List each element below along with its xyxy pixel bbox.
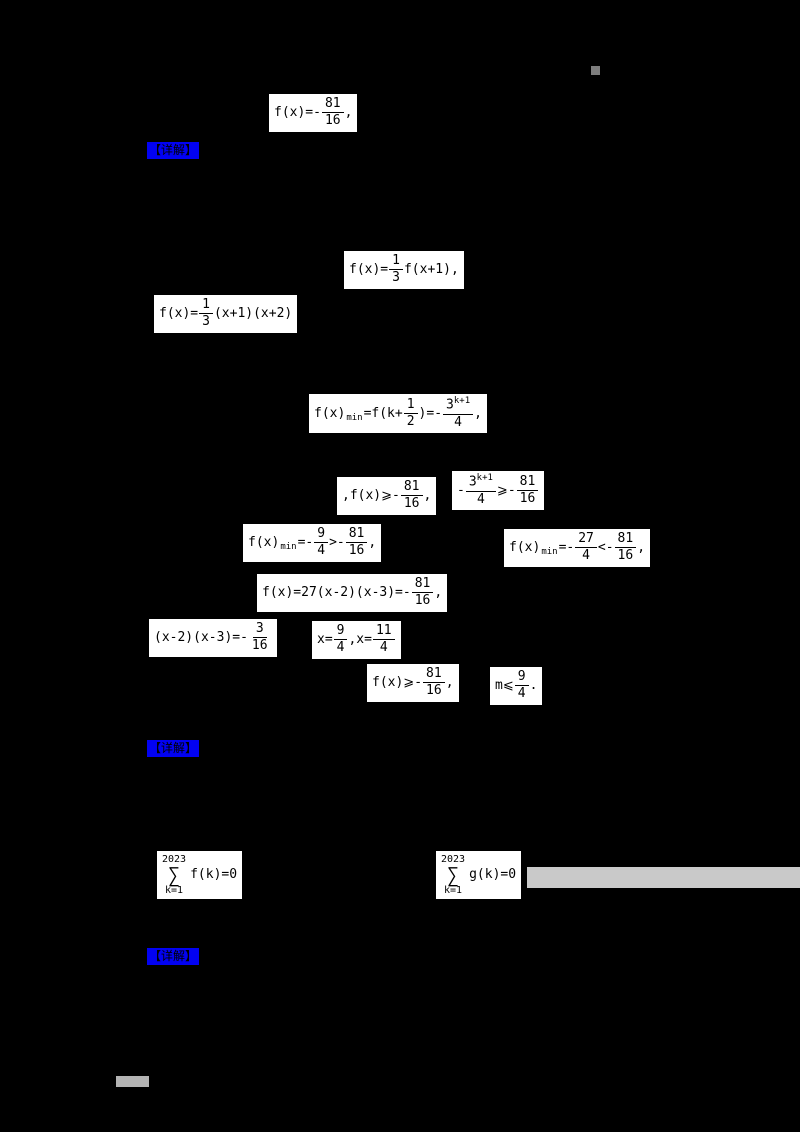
formula-text: ,x= (348, 632, 372, 647)
formula-text: , (423, 488, 432, 503)
summation-symbol: 2023∑k=1 (441, 854, 466, 896)
formula-text: f(x) (314, 405, 346, 421)
section-label-3: 【详解】 (147, 948, 200, 965)
formula-text: f(x)=- (274, 105, 321, 120)
formula-text: , (637, 540, 646, 555)
highlight-strip (527, 867, 800, 888)
section-label-1: 【详解】 (147, 142, 200, 159)
formula-text: , (368, 535, 377, 550)
formula-text: >- (329, 535, 345, 550)
artifact-square (591, 66, 600, 75)
formula-text: (x+1)(x+2) (213, 306, 293, 321)
formula-subscript: min (541, 547, 558, 558)
formula-superscript: k+1 (453, 396, 471, 406)
formula-text: ,f(x)⩾- (342, 488, 400, 503)
formula-text: , (344, 105, 353, 120)
summation-symbol: 2023∑k=1 (162, 854, 187, 896)
formula-text: )=- (418, 405, 443, 421)
formula-text: f(x)= (159, 306, 199, 321)
formula-text: (x-2)(x-3)=- (154, 630, 248, 645)
formula-text: g(k)=0 (469, 867, 517, 883)
formula-text: , (434, 585, 443, 600)
formula-text: - (457, 482, 465, 498)
section-label-2: 【详解】 (147, 740, 200, 757)
artifact-bar (116, 1076, 149, 1087)
formula-text: , (450, 262, 459, 277)
formula-text: f(x)= (349, 262, 389, 277)
formula-text: =- (297, 535, 314, 550)
formula-text: , (474, 405, 482, 421)
formula-text: f(x) (509, 540, 541, 555)
formula-text: f(x+1) (403, 262, 451, 277)
formula-text: ⩾- (496, 482, 516, 498)
formula-text: m⩽ (495, 678, 514, 693)
formula-text: =- (558, 540, 575, 555)
formula-text: f(x) (248, 535, 280, 550)
formula-text: f(x)⩾- (372, 675, 423, 690)
formula-text: =f(k+ (363, 405, 403, 421)
formula-text: . (529, 678, 538, 693)
formula-superscript: k+1 (476, 473, 493, 483)
formula-text: x= (317, 632, 333, 647)
formula-text: , (445, 675, 454, 690)
formula-subscript: min (346, 413, 363, 424)
formula-text: f(k)=0 (190, 867, 238, 883)
formula-text: <- (597, 540, 614, 555)
formula-subscript: min (280, 542, 297, 553)
formula-text: f(x)=27(x-2)(x-3)=- (262, 585, 411, 600)
